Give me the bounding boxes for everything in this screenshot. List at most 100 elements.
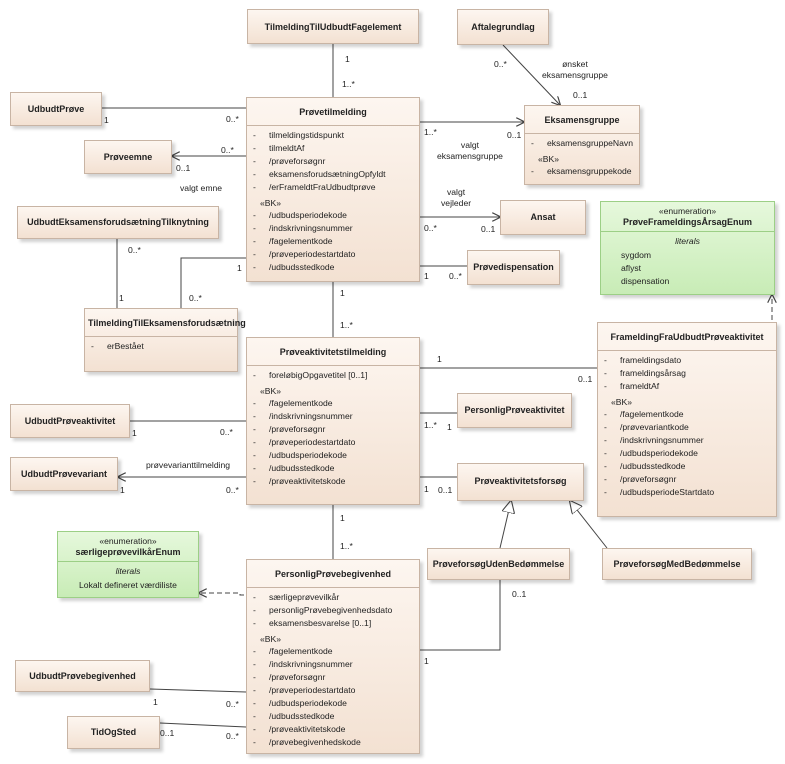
attribute: /erFrameldtFraUdbudtprøve bbox=[247, 181, 419, 194]
bk-attribute: /prøvebegivenhedskode bbox=[247, 736, 419, 749]
class-udbudtproevevariant[interactable]: UdbudtPrøvevariant bbox=[10, 457, 118, 491]
enum-value: dispensation bbox=[621, 276, 670, 286]
multiplicity: 0..* bbox=[128, 245, 141, 255]
multiplicity: 0..1 bbox=[176, 163, 191, 173]
class-name: TilmeldingTilEksamensforudsætning bbox=[85, 309, 246, 337]
bk-attribute: /fagelementkode bbox=[247, 235, 419, 248]
role-label: prøvevarianttilmelding bbox=[146, 460, 231, 470]
bk-stereotype: «BK» bbox=[260, 634, 282, 644]
multiplicity: 0..* bbox=[449, 271, 462, 281]
multiplicity: 0..* bbox=[226, 699, 239, 709]
class-name: TilmeldingTilUdbudtFagelement bbox=[264, 22, 402, 32]
multiplicity: 1 bbox=[447, 422, 452, 432]
multiplicity: 1..* bbox=[342, 79, 355, 89]
bk-attribute: /udbudsstedkode bbox=[247, 710, 419, 723]
class-name: FrameldingFraUdbudtPrøveaktivitet bbox=[598, 323, 776, 351]
bk-attribute: /fagelementkode bbox=[598, 408, 776, 421]
multiplicity: 0..1 bbox=[507, 130, 522, 140]
bk-attribute: /prøveperiodestartdato bbox=[247, 436, 419, 449]
role-label: valgt vejleder bbox=[441, 187, 472, 208]
multiplicity: 1 bbox=[340, 288, 345, 298]
attribute: eksamensforudsætningOpfyldt bbox=[247, 168, 419, 181]
class-proevedispensation[interactable]: Prøvedispensation bbox=[467, 250, 560, 285]
assoc-ppb-uden bbox=[420, 580, 501, 651]
class-ansat[interactable]: Ansat bbox=[500, 200, 586, 235]
multiplicity: 1 bbox=[132, 428, 137, 438]
multiplicity: 0..1 bbox=[578, 374, 593, 384]
multiplicity: 1 bbox=[120, 485, 125, 495]
enum-name: PrøveFrameldingsÅrsagEnum bbox=[601, 217, 774, 232]
multiplicity: 1 bbox=[237, 263, 242, 273]
class-udbudtproeveaktivitet[interactable]: UdbudtPrøveaktivitet bbox=[10, 404, 130, 438]
class-name: PrøveforsøgMedBedømmelse bbox=[613, 559, 741, 569]
enum-stereotype: «enumeration» bbox=[99, 536, 157, 546]
enum-saerligeproevevilkaar[interactable]: «enumeration» særligeprøvevilkårEnum lit… bbox=[57, 531, 199, 598]
class-aftalegrundlag[interactable]: Aftalegrundlag bbox=[457, 9, 549, 45]
bk-attribute: eksamensgruppekode bbox=[525, 165, 639, 178]
bk-attribute: /prøveforsøgnr bbox=[247, 423, 419, 436]
attribute: /prøveforsøgnr bbox=[247, 155, 419, 168]
class-udbudteksamensforudsaetningtilknytning[interactable]: UdbudtEksamensforudsætningTilknytning bbox=[17, 206, 219, 239]
enum-literals-label: literals bbox=[675, 236, 700, 246]
class-name: Prøveemne bbox=[103, 152, 153, 162]
bk-attribute: /indskrivningsnummer bbox=[247, 658, 419, 671]
attribute: frameldingsårsag bbox=[598, 367, 776, 380]
bk-stereotype: «BK» bbox=[260, 386, 282, 396]
attribute: særligeprøvevilkår bbox=[247, 591, 419, 604]
class-proeveaktivitetsforsoeg[interactable]: Prøveaktivitetsforsøg bbox=[457, 463, 584, 501]
class-proeveforsoegmed[interactable]: PrøveforsøgMedBedømmelse bbox=[602, 548, 752, 580]
bk-attribute: /prøveperiodestartdato bbox=[247, 248, 419, 261]
bk-stereotype: «BK» bbox=[538, 154, 560, 164]
class-frameldingfraudbudtproeveaktivitet[interactable]: FrameldingFraUdbudtPrøveaktivitet framel… bbox=[597, 322, 777, 517]
attribute: foreløbigOpgavetitel [0..1] bbox=[247, 369, 419, 382]
multiplicity: 1 bbox=[104, 115, 109, 125]
multiplicity: 0..* bbox=[220, 427, 233, 437]
attribute: eksamensgruppeNavn bbox=[525, 137, 639, 150]
bk-attribute: /indskrivningsnummer bbox=[247, 222, 419, 235]
class-tilmeldingtileksamensforudsaetning[interactable]: TilmeldingTilEksamensforudsætning erBest… bbox=[84, 308, 246, 372]
multiplicity: 1 bbox=[424, 484, 429, 494]
multiplicity: 0..1 bbox=[573, 90, 588, 100]
class-name: Aftalegrundlag bbox=[471, 22, 535, 32]
multiplicity: 1..* bbox=[424, 420, 437, 430]
enum-value: sygdom bbox=[621, 250, 652, 260]
multiplicity: 0..* bbox=[189, 293, 202, 303]
class-proeveforsoeguden[interactable]: PrøveforsøgUdenBedømmelse bbox=[427, 548, 570, 580]
class-udbudtproevebegivenhed[interactable]: UdbudtPrøvebegivenhed bbox=[15, 660, 150, 692]
attribute: erBestået bbox=[85, 340, 237, 353]
role-label: valgt emne bbox=[180, 183, 223, 193]
class-name: Prøveaktivitetstilmelding bbox=[247, 338, 419, 366]
class-tilmeldingtiludbudtfagelement[interactable]: TilmeldingTilUdbudtFagelement bbox=[247, 9, 419, 44]
class-udbudtproeve[interactable]: UdbudtPrøve bbox=[10, 92, 102, 126]
bk-attribute: /udbudsperiodekode bbox=[247, 697, 419, 710]
bk-attribute: /udbudsstedkode bbox=[598, 460, 776, 473]
bk-attribute: /prøveaktivitetskode bbox=[247, 475, 419, 488]
bk-attribute: /udbudsperiodekode bbox=[247, 449, 419, 462]
role-label: ønsket eksamensgruppe bbox=[542, 59, 608, 80]
bk-attribute: /prøvevariantkode bbox=[598, 421, 776, 434]
bk-attribute: /fagelementkode bbox=[247, 645, 419, 658]
multiplicity: 0..* bbox=[226, 114, 239, 124]
enum-proeveframeldingsaarsag[interactable]: «enumeration» PrøveFrameldingsÅrsagEnum … bbox=[600, 201, 775, 295]
class-proeveemne[interactable]: Prøveemne bbox=[84, 140, 172, 174]
bk-attribute: /prøveforsøgnr bbox=[598, 473, 776, 486]
bk-attribute: /prøveforsøgnr bbox=[247, 671, 419, 684]
assoc-proevetilmelding-tte bbox=[180, 257, 246, 308]
class-eksamensgruppe[interactable]: Eksamensgruppe eksamensgruppeNavn «BK» e… bbox=[524, 105, 640, 185]
gen-med-forsoeg bbox=[570, 501, 608, 549]
multiplicity: 0..* bbox=[226, 731, 239, 741]
multiplicity: 0..1 bbox=[481, 224, 496, 234]
class-proeveaktivitetstilmelding[interactable]: Prøveaktivitetstilmelding foreløbigOpgav… bbox=[246, 337, 420, 505]
class-name: UdbudtPrøvevariant bbox=[20, 469, 107, 479]
attribute: personligPrøvebegivenhedsdato bbox=[247, 604, 419, 617]
class-personligproevebegivenhed[interactable]: PersonligPrøvebegivenhed særligeprøvevil… bbox=[246, 559, 420, 754]
enum-value: Lokalt defineret værdiliste bbox=[79, 580, 177, 590]
class-personligproeveaktivitet[interactable]: PersonligPrøveaktivitet bbox=[457, 393, 572, 428]
enum-stereotype: «enumeration» bbox=[658, 206, 717, 216]
class-name: Prøvedispensation bbox=[473, 262, 554, 272]
bk-attribute: /indskrivningsnummer bbox=[598, 434, 776, 447]
multiplicity: 1 bbox=[437, 354, 442, 364]
multiplicity: 1..* bbox=[424, 127, 437, 137]
class-tidogsted[interactable]: TidOgSted bbox=[67, 716, 160, 749]
class-proevetilmelding[interactable]: Prøvetilmelding tilmeldingstidspunkt til… bbox=[246, 97, 420, 282]
